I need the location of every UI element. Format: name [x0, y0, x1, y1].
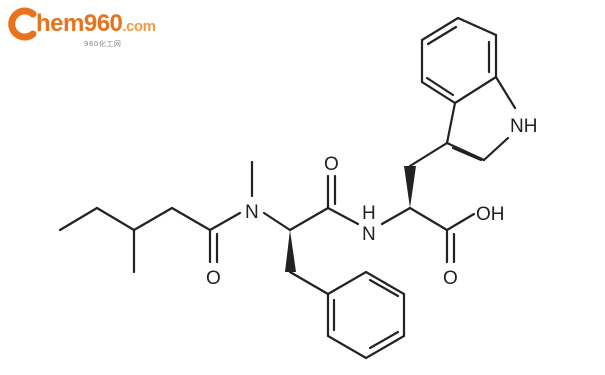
amide-carbonyl-o-label: O: [324, 154, 339, 175]
logo-suffix: .com: [122, 18, 156, 35]
logo-c-icon: [8, 7, 37, 41]
logo-brand: hem960: [36, 10, 123, 37]
amide-h-label: H: [362, 203, 376, 224]
chem960-logo: hem960.com 960化工网: [8, 2, 158, 48]
trp-wedge-bond: [404, 166, 416, 208]
acid-carbonyl-o-label: O: [443, 268, 458, 289]
acyl-carbonyl-o-label: O: [206, 268, 221, 289]
logo-text: hem960.com: [36, 10, 156, 38]
n-methyl-n-label: N: [245, 202, 259, 223]
indole-nh-label: NH: [510, 116, 537, 137]
logo-subtitle: 960化工网: [84, 40, 122, 48]
acid-oh-label: OH: [476, 204, 505, 225]
amide-n-label: N: [362, 224, 376, 245]
phe-wedge-bond: [285, 230, 296, 272]
